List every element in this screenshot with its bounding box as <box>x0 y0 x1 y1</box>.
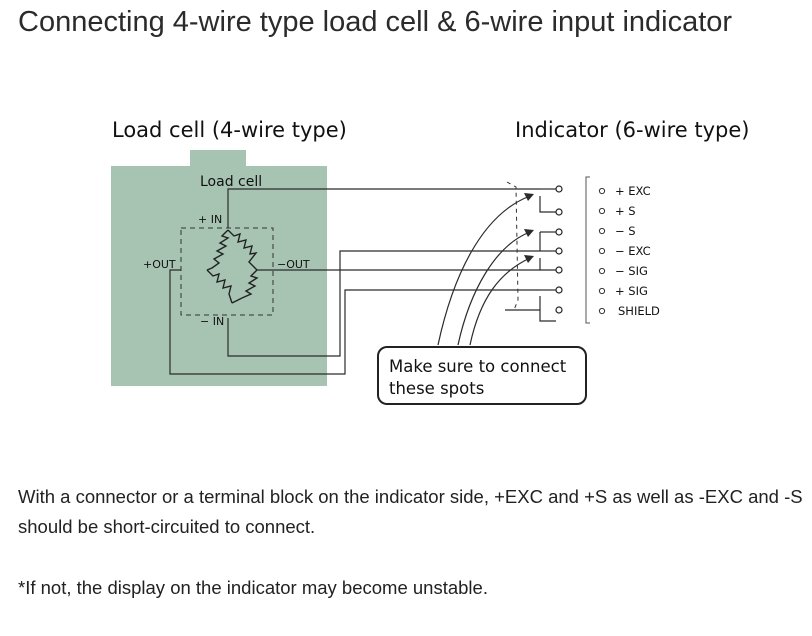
callout-arrowheads <box>524 193 534 263</box>
callout-text-line2: these spots <box>389 379 484 398</box>
wiring-diagram: Load cell (4-wire type) Indicator (6-wir… <box>111 118 750 405</box>
indicator-bracket <box>585 176 590 324</box>
terminal-label: + SIG <box>615 284 648 298</box>
loadcell-label: Load cell <box>200 174 262 190</box>
terminal-label: − S <box>615 224 636 238</box>
indicator-heading: Indicator (6-wire type) <box>515 118 750 142</box>
bridge-plus-out-label: +OUT <box>143 258 176 271</box>
terminal-label: + S <box>615 204 636 218</box>
instruction-paragraph: With a connector or a terminal block on … <box>18 486 803 537</box>
shield-dashed-line <box>506 181 519 311</box>
terminal-label: SHIELD <box>618 304 660 318</box>
note-paragraph: *If not, the display on the indicator ma… <box>18 577 488 598</box>
callout-box <box>377 346 587 405</box>
page-title: Connecting 4-wire type load cell & 6-wir… <box>18 6 733 38</box>
callout-text-line1: Make sure to connect <box>389 357 567 376</box>
bridge-minus-in-label: − IN <box>200 315 224 328</box>
terminal-label: − SIG <box>615 264 648 278</box>
wires <box>169 188 556 375</box>
terminal-pin-circles <box>598 187 606 315</box>
bridge-minus-out-label: −OUT <box>277 258 310 271</box>
bridge-plus-in-label: + IN <box>198 213 222 226</box>
callout-pointer-lines <box>437 195 531 346</box>
terminal-connector-circles <box>555 185 563 314</box>
terminal-label: + EXC <box>615 184 651 198</box>
bridge-dashed-box <box>180 227 274 316</box>
bridge-resistors <box>206 229 259 304</box>
loadcell-heading: Load cell (4-wire type) <box>112 118 347 142</box>
terminal-label: − EXC <box>615 244 651 258</box>
